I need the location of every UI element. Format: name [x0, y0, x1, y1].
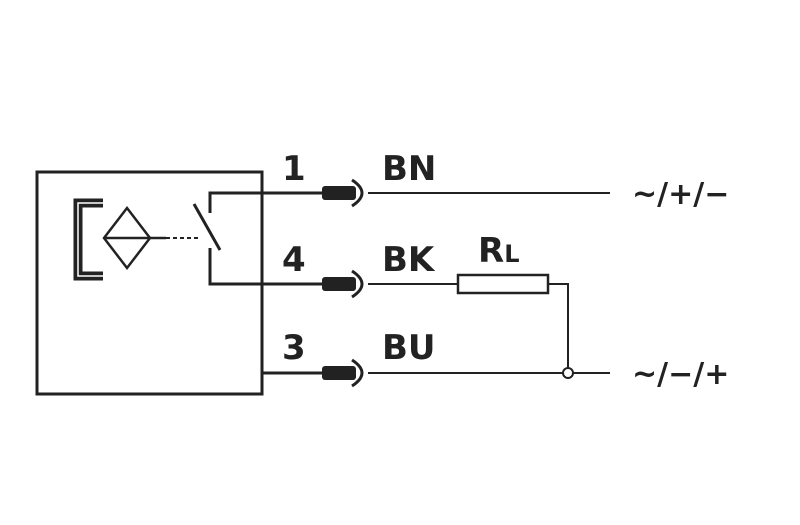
inductive-sensor-icon — [73, 198, 166, 281]
pin-number-4: 4 — [282, 240, 306, 280]
pin-1 — [322, 186, 356, 200]
load-label: RL — [478, 231, 519, 271]
supply-label-top: ~/+/− — [632, 177, 729, 212]
junction-dot — [562, 367, 574, 379]
wire-label-bk: BK — [382, 240, 436, 280]
load-return-wire — [548, 283, 569, 368]
load-label-main: R — [478, 231, 504, 271]
wire-label-bn: BN — [382, 149, 436, 189]
wire-label-bu: BU — [382, 328, 436, 368]
load-resistor — [456, 273, 550, 295]
switch-wire-bottom — [208, 248, 324, 286]
pin-number-1: 1 — [282, 149, 306, 189]
pin-3 — [322, 366, 356, 380]
load-label-subscript: L — [504, 240, 519, 268]
pin-4 — [322, 277, 356, 291]
socket-3 — [351, 358, 364, 388]
socket-1 — [351, 178, 364, 208]
supply-label-bottom: ~/−/+ — [632, 357, 729, 392]
switch-wire-top — [208, 191, 324, 213]
switch-contact — [192, 203, 222, 251]
socket-4 — [351, 269, 364, 299]
pin-number-3: 3 — [282, 328, 306, 368]
